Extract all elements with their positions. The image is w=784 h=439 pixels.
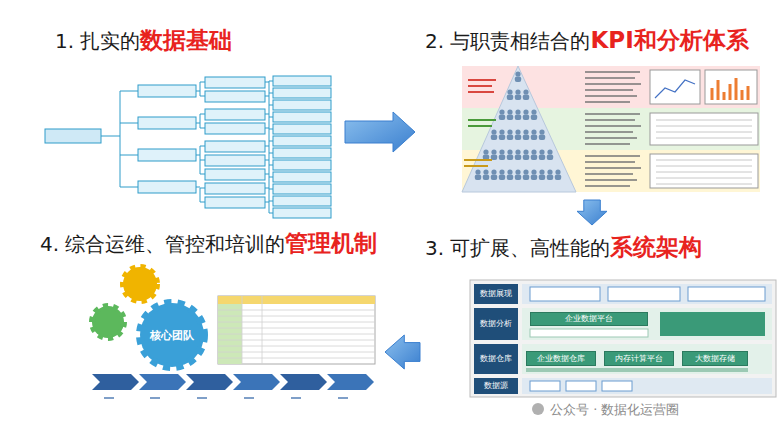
- gear-shape: 核心团队: [136, 299, 208, 371]
- node-label: 数据分析: [480, 320, 512, 328]
- node-label: 大数据存储: [695, 355, 735, 363]
- layer-label: 数据仓库: [474, 344, 518, 374]
- node-label: 内存计算平台: [615, 355, 663, 363]
- heading-keyword: 系统架构: [610, 234, 702, 260]
- node-label: 数据展现: [480, 290, 512, 298]
- node-label: 数据源: [484, 382, 508, 390]
- heading-text: 3. 可扩展、高性能的: [425, 236, 610, 260]
- node-label: 企业数据平台: [565, 315, 613, 323]
- watermark: 公众号 · 数据化运营圈: [548, 401, 681, 419]
- section-panel: 2. 与职责相结合的KPI和分析体系: [420, 20, 780, 195]
- node-label: 企业数据仓库: [537, 355, 585, 363]
- platform-box: 企业数据平台: [530, 312, 648, 326]
- layer-label: 数据展现: [474, 284, 518, 304]
- heading-keyword: KPI和分析体系: [590, 27, 748, 53]
- flow-arrow: [385, 335, 420, 369]
- node-label: 数据仓库: [480, 355, 512, 363]
- section-heading: 2. 与职责相结合的KPI和分析体系: [425, 25, 749, 58]
- section-panel: 3. 可扩展、高性能的系统架构数据展现数据分析 企业数据平台数据仓库 企业数据仓库 内…: [425, 230, 780, 419]
- management-illustration: [92, 267, 375, 398]
- architecture-frame: [470, 280, 776, 415]
- layer-label: 数据分析: [474, 308, 518, 340]
- platform-box: 企业数据仓库: [526, 351, 596, 366]
- heading-keyword: 数据基础: [140, 27, 232, 53]
- section-heading: 1. 扎实的数据基础: [55, 25, 232, 58]
- heading-keyword: 管理机制: [285, 230, 377, 256]
- kpi-pyramid: [462, 66, 760, 192]
- flow-arrow: [577, 200, 607, 225]
- heading-text: 2. 与职责相结合的: [425, 29, 590, 53]
- section-heading: 4. 综合运维、管控和培训的管理机制: [40, 228, 377, 261]
- tree-diagram: [101, 81, 273, 213]
- section-heading: 3. 可扩展、高性能的系统架构: [425, 232, 702, 265]
- flow-arrow: [345, 112, 415, 152]
- platform-box: 大数据存储: [682, 351, 748, 366]
- tree-boxes: [45, 76, 331, 218]
- platform-box: 内存计算平台: [604, 351, 674, 366]
- node-label: 核心团队: [150, 328, 194, 343]
- section-panel: 1. 扎实的数据基础: [40, 20, 340, 220]
- heading-text: 1. 扎实的: [55, 29, 140, 53]
- layer-label: 数据源: [474, 378, 518, 394]
- section-panel: 4. 综合运维、管控和培训的管理机制核心团队: [35, 224, 380, 419]
- heading-text: 4. 综合运维、管控和培训的: [40, 232, 285, 256]
